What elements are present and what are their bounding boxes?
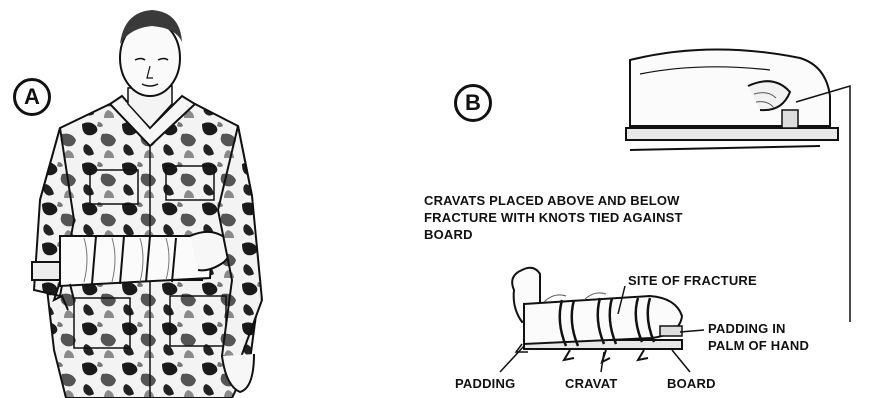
panel-a: A bbox=[0, 0, 300, 398]
side-board bbox=[626, 128, 838, 140]
bandaged-forearm bbox=[60, 236, 212, 286]
padding-in-palm-label: PADDING IN PALM OF HAND bbox=[708, 320, 809, 354]
cravats-note: CRAVATS PLACED ABOVE AND BELOW FRACTURE … bbox=[424, 192, 683, 243]
site-of-fracture-label: SITE OF FRACTURE bbox=[628, 272, 757, 289]
padding-label: PADDING bbox=[455, 375, 515, 392]
soldier-illustration bbox=[0, 0, 300, 398]
panel-b: B bbox=[300, 0, 878, 398]
board-label: BOARD bbox=[667, 375, 716, 392]
cravat-label: CRAVAT bbox=[565, 375, 617, 392]
